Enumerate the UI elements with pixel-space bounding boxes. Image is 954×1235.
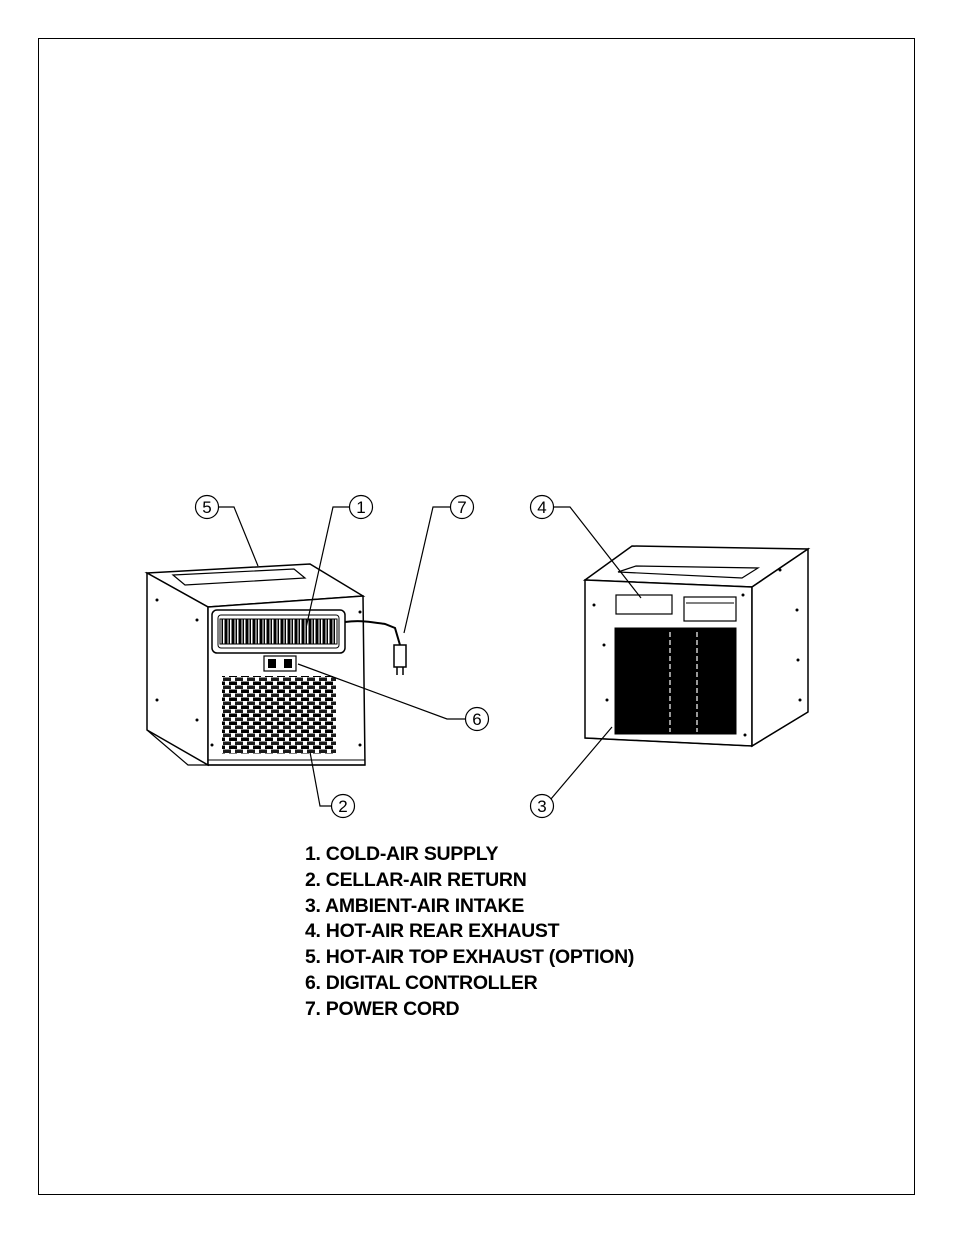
front-unit-side-face (147, 573, 208, 765)
ambient-air-intake (615, 628, 736, 734)
svg-text:4: 4 (537, 498, 546, 517)
legend-item: 6. DIGITAL CONTROLLER (305, 971, 634, 997)
svg-text:3: 3 (537, 797, 546, 816)
front-unit (147, 564, 406, 765)
svg-text:2: 2 (338, 797, 347, 816)
svg-text:5: 5 (202, 498, 211, 517)
legend-item: 5. HOT-AIR TOP EXHAUST (OPTION) (305, 945, 634, 971)
hot-air-rear-exhaust (616, 595, 672, 614)
svg-text:7: 7 (457, 498, 466, 517)
callout-1: 1 (350, 496, 373, 519)
legend-item: 3. AMBIENT-AIR INTAKE (305, 894, 634, 920)
svg-text:6: 6 (472, 710, 481, 729)
svg-text:1: 1 (356, 498, 365, 517)
legend-item: 7. POWER CORD (305, 997, 634, 1023)
rear-unit (585, 546, 808, 746)
callout-4: 4 (531, 496, 554, 519)
callout-3: 3 (531, 795, 554, 818)
legend-item: 2. CELLAR-AIR RETURN (305, 868, 634, 894)
legend-item: 1. COLD-AIR SUPPLY (305, 842, 634, 868)
parts-legend: 1. COLD-AIR SUPPLY 2. CELLAR-AIR RETURN … (305, 842, 634, 1023)
callout-5: 5 (196, 496, 219, 519)
callout-6: 6 (466, 708, 489, 731)
legend-item: 4. HOT-AIR REAR EXHAUST (305, 919, 634, 945)
callout-7: 7 (451, 496, 474, 519)
callout-2: 2 (332, 795, 355, 818)
